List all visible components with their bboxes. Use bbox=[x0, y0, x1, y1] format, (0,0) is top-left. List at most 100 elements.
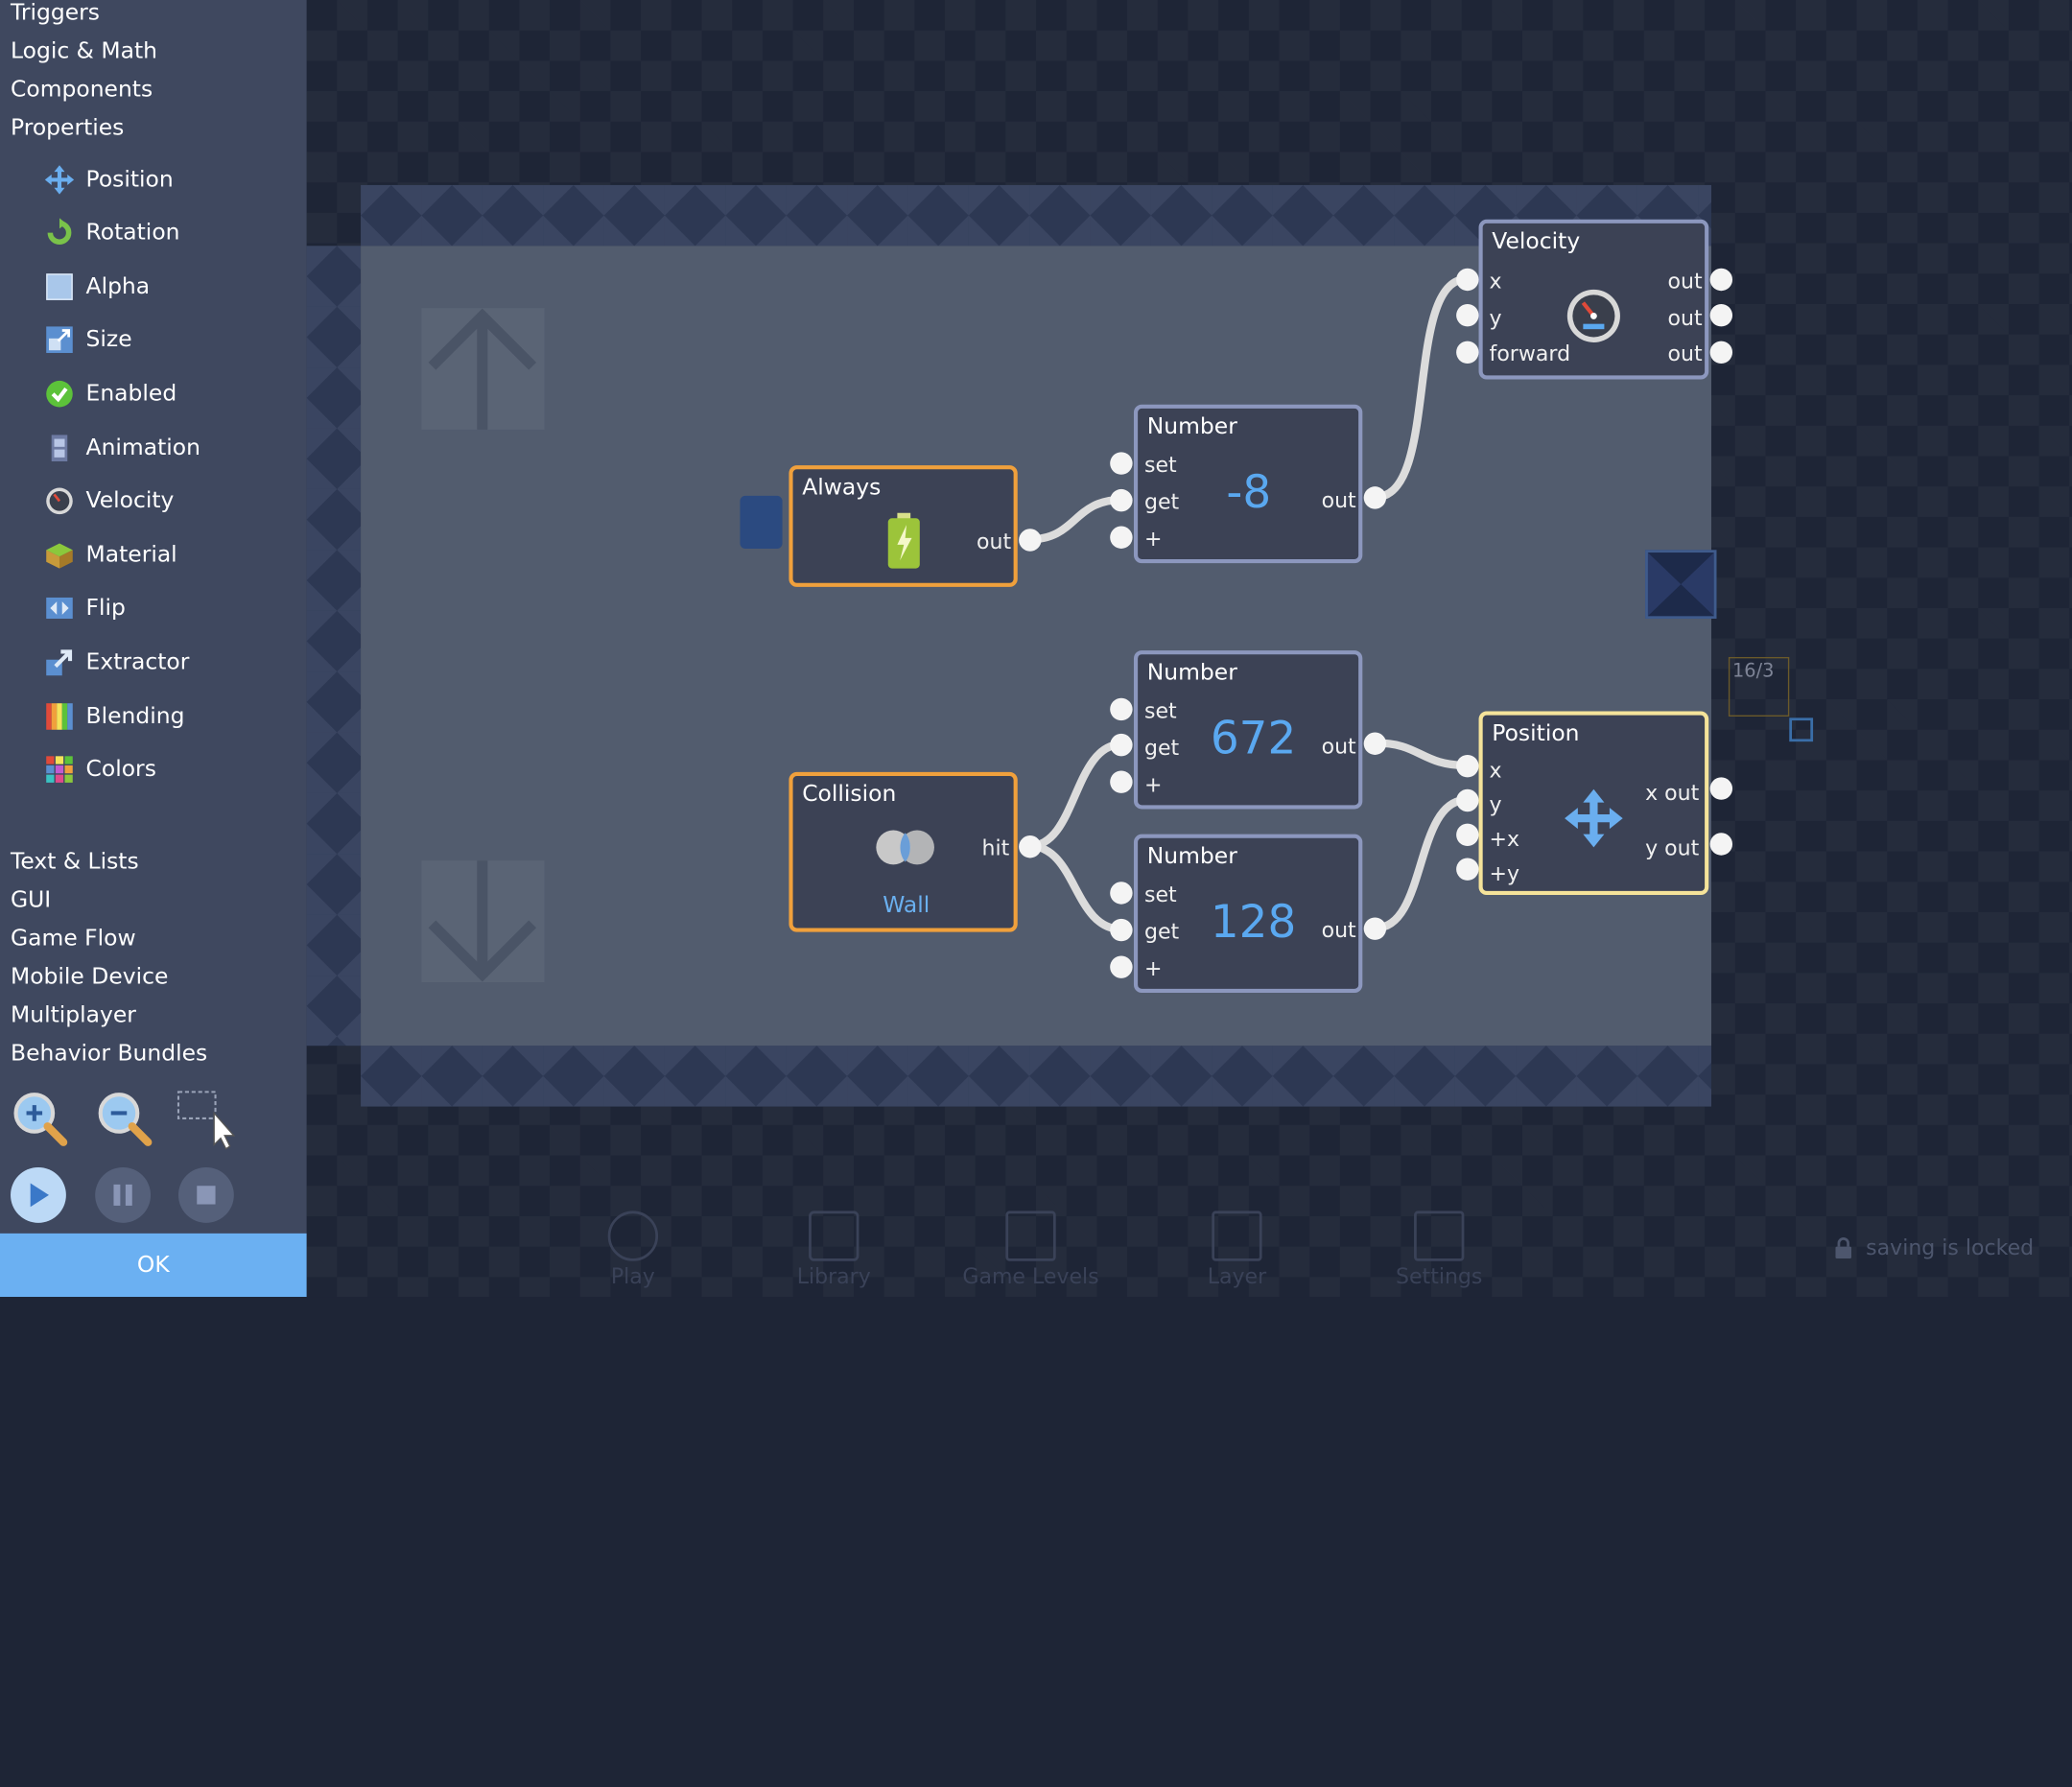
node-title: Position bbox=[1492, 720, 1580, 747]
property-label: Size bbox=[85, 326, 132, 353]
filmstrip-icon bbox=[45, 434, 74, 462]
property-extractor[interactable]: Extractor bbox=[45, 644, 190, 681]
category-gui[interactable]: GUI bbox=[11, 886, 52, 914]
category-mobile-device[interactable]: Mobile Device bbox=[11, 963, 169, 991]
property-size[interactable]: Size bbox=[45, 321, 132, 359]
number3-out-pin[interactable] bbox=[1363, 917, 1387, 940]
number2-add-pin[interactable] bbox=[1110, 770, 1133, 793]
number3-set-pin[interactable] bbox=[1110, 882, 1133, 905]
number-value[interactable]: 128 bbox=[1210, 896, 1297, 950]
always-out-pin[interactable] bbox=[1019, 529, 1042, 552]
velocity-x-pin[interactable] bbox=[1456, 268, 1479, 292]
property-enabled[interactable]: Enabled bbox=[45, 375, 177, 412]
velocity-out-forward-pin[interactable] bbox=[1709, 341, 1733, 364]
velocity-out-y-pin[interactable] bbox=[1709, 303, 1733, 327]
number2-out-pin[interactable] bbox=[1363, 732, 1387, 755]
y-label: y bbox=[1489, 791, 1502, 817]
property-alpha[interactable]: Alpha bbox=[45, 269, 150, 306]
zoom-out-icon[interactable] bbox=[95, 1090, 153, 1148]
pause-button[interactable] bbox=[95, 1166, 152, 1223]
collision-icon bbox=[875, 828, 935, 867]
wall-block[interactable] bbox=[1645, 550, 1717, 619]
layers-icon bbox=[1212, 1211, 1262, 1261]
position-plus-y-pin[interactable] bbox=[1456, 858, 1479, 881]
number-node-3[interactable]: Number set get + 128 out bbox=[1133, 834, 1363, 994]
collision-target[interactable]: Wall bbox=[883, 892, 930, 919]
saving-status: saving is locked bbox=[1834, 1234, 2034, 1259]
position-x-out-pin[interactable] bbox=[1709, 777, 1733, 800]
plus-y-label: +y bbox=[1489, 860, 1520, 886]
property-flip[interactable]: Flip bbox=[45, 590, 126, 627]
property-label: Material bbox=[85, 542, 177, 569]
number1-add-pin[interactable] bbox=[1110, 526, 1133, 549]
property-rotation[interactable]: Rotation bbox=[45, 214, 180, 251]
number1-get-pin[interactable] bbox=[1110, 488, 1133, 512]
property-label: Enabled bbox=[85, 380, 177, 408]
lock-icon bbox=[1834, 1236, 1852, 1258]
out-label: out bbox=[1321, 733, 1356, 760]
stop-button[interactable] bbox=[177, 1166, 234, 1223]
tab-game-levels[interactable]: Game Levels bbox=[952, 1211, 1110, 1289]
left-wall bbox=[306, 246, 362, 1046]
number3-get-pin[interactable] bbox=[1110, 918, 1133, 942]
library-box-icon bbox=[809, 1211, 859, 1261]
ok-button[interactable]: OK bbox=[0, 1233, 307, 1298]
position-y-out-pin[interactable] bbox=[1709, 833, 1733, 856]
extractor-icon bbox=[45, 647, 74, 676]
property-colors[interactable]: Colors bbox=[45, 751, 156, 788]
counter-label: 16/3 bbox=[1732, 661, 1775, 683]
property-velocity[interactable]: Velocity bbox=[45, 482, 175, 520]
tab-library[interactable]: Library bbox=[755, 1211, 913, 1289]
sliders-icon bbox=[1414, 1211, 1465, 1261]
always-node[interactable]: Always out bbox=[789, 465, 1018, 587]
velocity-node[interactable]: Velocity x y forward out out out bbox=[1478, 219, 1709, 380]
property-label: Colors bbox=[85, 756, 156, 783]
x-out-label: out bbox=[1667, 268, 1703, 294]
position-plus-x-pin[interactable] bbox=[1456, 823, 1479, 847]
category-components[interactable]: Components bbox=[11, 76, 153, 104]
zoom-in-icon[interactable] bbox=[11, 1090, 69, 1148]
collision-hit-pin[interactable] bbox=[1019, 835, 1042, 858]
node-title: Number bbox=[1146, 659, 1237, 687]
category-logic-math[interactable]: Logic & Math bbox=[11, 37, 157, 65]
number2-set-pin[interactable] bbox=[1110, 697, 1133, 721]
number1-set-pin[interactable] bbox=[1110, 452, 1133, 475]
number3-add-pin[interactable] bbox=[1110, 955, 1133, 978]
selection-handle[interactable] bbox=[1789, 717, 1814, 742]
property-label: Alpha bbox=[85, 273, 151, 300]
category-properties[interactable]: Properties bbox=[11, 114, 125, 142]
property-label: Velocity bbox=[85, 487, 175, 515]
velocity-forward-pin[interactable] bbox=[1456, 341, 1479, 364]
velocity-out-x-pin[interactable] bbox=[1709, 268, 1733, 292]
category-text-lists[interactable]: Text & Lists bbox=[11, 848, 139, 876]
tab-layer[interactable]: Layer bbox=[1158, 1211, 1316, 1289]
property-animation[interactable]: Animation bbox=[45, 430, 200, 467]
category-game-flow[interactable]: Game Flow bbox=[11, 925, 136, 952]
collision-node[interactable]: Collision hit Wall bbox=[789, 771, 1018, 932]
number2-get-pin[interactable] bbox=[1110, 733, 1133, 757]
hit-label: hit bbox=[981, 835, 1010, 861]
property-position[interactable]: Position bbox=[44, 161, 174, 199]
y-label: y bbox=[1489, 305, 1502, 331]
velocity-y-pin[interactable] bbox=[1456, 303, 1479, 327]
forward-out-label: out bbox=[1667, 341, 1703, 366]
number1-out-pin[interactable] bbox=[1363, 486, 1387, 509]
player-sprite[interactable] bbox=[740, 495, 783, 549]
number-value[interactable]: -8 bbox=[1226, 466, 1272, 520]
tab-play[interactable]: Play bbox=[553, 1211, 712, 1289]
property-blending[interactable]: Blending bbox=[45, 698, 185, 736]
play-button[interactable] bbox=[11, 1166, 66, 1223]
select-tool-icon[interactable] bbox=[177, 1090, 238, 1150]
tab-settings[interactable]: Settings bbox=[1360, 1211, 1519, 1289]
position-x-pin[interactable] bbox=[1456, 754, 1479, 778]
position-y-pin[interactable] bbox=[1456, 788, 1479, 812]
number-node-1[interactable]: Number set get + -8 out bbox=[1133, 404, 1363, 564]
property-material[interactable]: Material bbox=[45, 537, 177, 575]
category-behavior-bundles[interactable]: Behavior Bundles bbox=[11, 1040, 208, 1068]
position-node[interactable]: Position x y +x +y x out y out bbox=[1478, 711, 1709, 896]
category-multiplayer[interactable]: Multiplayer bbox=[11, 1001, 136, 1029]
number-node-2[interactable]: Number set get + 672 out bbox=[1133, 650, 1363, 810]
down-arrow-tile bbox=[421, 860, 545, 983]
category-triggers[interactable]: Triggers bbox=[11, 0, 101, 27]
number-value[interactable]: 672 bbox=[1210, 712, 1297, 765]
